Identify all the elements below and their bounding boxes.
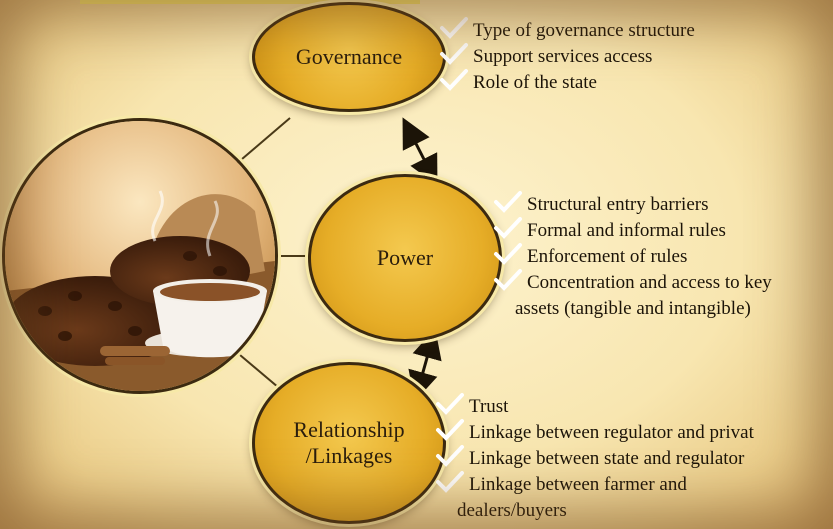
check-icon [436,419,464,441]
check-icon [440,69,468,91]
list-item: Linkage between regulator and privat [436,419,754,446]
relationship-label: Relationship /Linkages [293,417,404,469]
check-icon [436,471,464,493]
list-item: Role of the state [440,69,695,96]
list-item-text: Enforcement of rules [527,246,688,267]
power-label: Power [376,245,434,270]
list-item-continuation: dealers/buyers [457,500,567,521]
list-item-text: Linkage between state and regulator [469,448,745,469]
list-item-text: Structural entry barriers [527,194,709,215]
governance-label: Governance [295,44,403,69]
power-node: Power [308,174,502,342]
list-item: Linkage between state and regulator [436,445,754,472]
list-item-text: Formal and informal rules [527,220,726,241]
photo-governance-line [234,117,291,166]
check-icon [436,393,464,415]
check-icon [494,217,522,239]
list-item: Support services access [440,43,695,70]
list-item: Trust [436,393,754,420]
relationship-node: Relationship /Linkages [252,362,446,524]
double-arrow-icon [408,328,442,402]
list-item-text: Role of the state [473,72,597,93]
relationship-label-line2: /Linkages [305,443,393,468]
list-item: Formal and informal rules [494,217,772,244]
list-item: Structural entry barriers [494,191,772,218]
power-list: Structural entry barriers Formal and inf… [494,191,772,322]
check-icon [494,243,522,265]
top-accent-bar [80,0,420,4]
coffee-illustration [5,121,275,391]
governance-node: Governance [252,2,446,112]
governance-list: Type of governance structure Support ser… [440,17,695,96]
check-icon [494,191,522,213]
list-item: Concentration and access to key [494,269,772,296]
list-item: Linkage between farmer and [436,471,754,498]
check-icon [440,43,468,65]
list-item: Type of governance structure [440,17,695,44]
list-item-text: Linkage between regulator and privat [469,422,754,443]
relationship-label-line1: Relationship [293,417,405,442]
list-item-text: Linkage between farmer and [469,474,687,495]
check-icon [494,269,522,291]
double-arrow-icon [402,117,438,186]
check-icon [440,17,468,39]
list-item-text: Type of governance structure [473,20,695,41]
list-item-text: Trust [469,396,509,417]
check-icon [436,445,464,467]
list-item: Enforcement of rules [494,243,772,270]
relationship-list: Trust Linkage between regulator and priv… [436,393,754,524]
list-item-text: Support services access [473,46,653,67]
coffee-cup-image [2,118,278,394]
list-item-continuation: assets (tangible and intangible) [515,298,751,319]
list-item-text: Concentration and access to key [527,272,772,293]
